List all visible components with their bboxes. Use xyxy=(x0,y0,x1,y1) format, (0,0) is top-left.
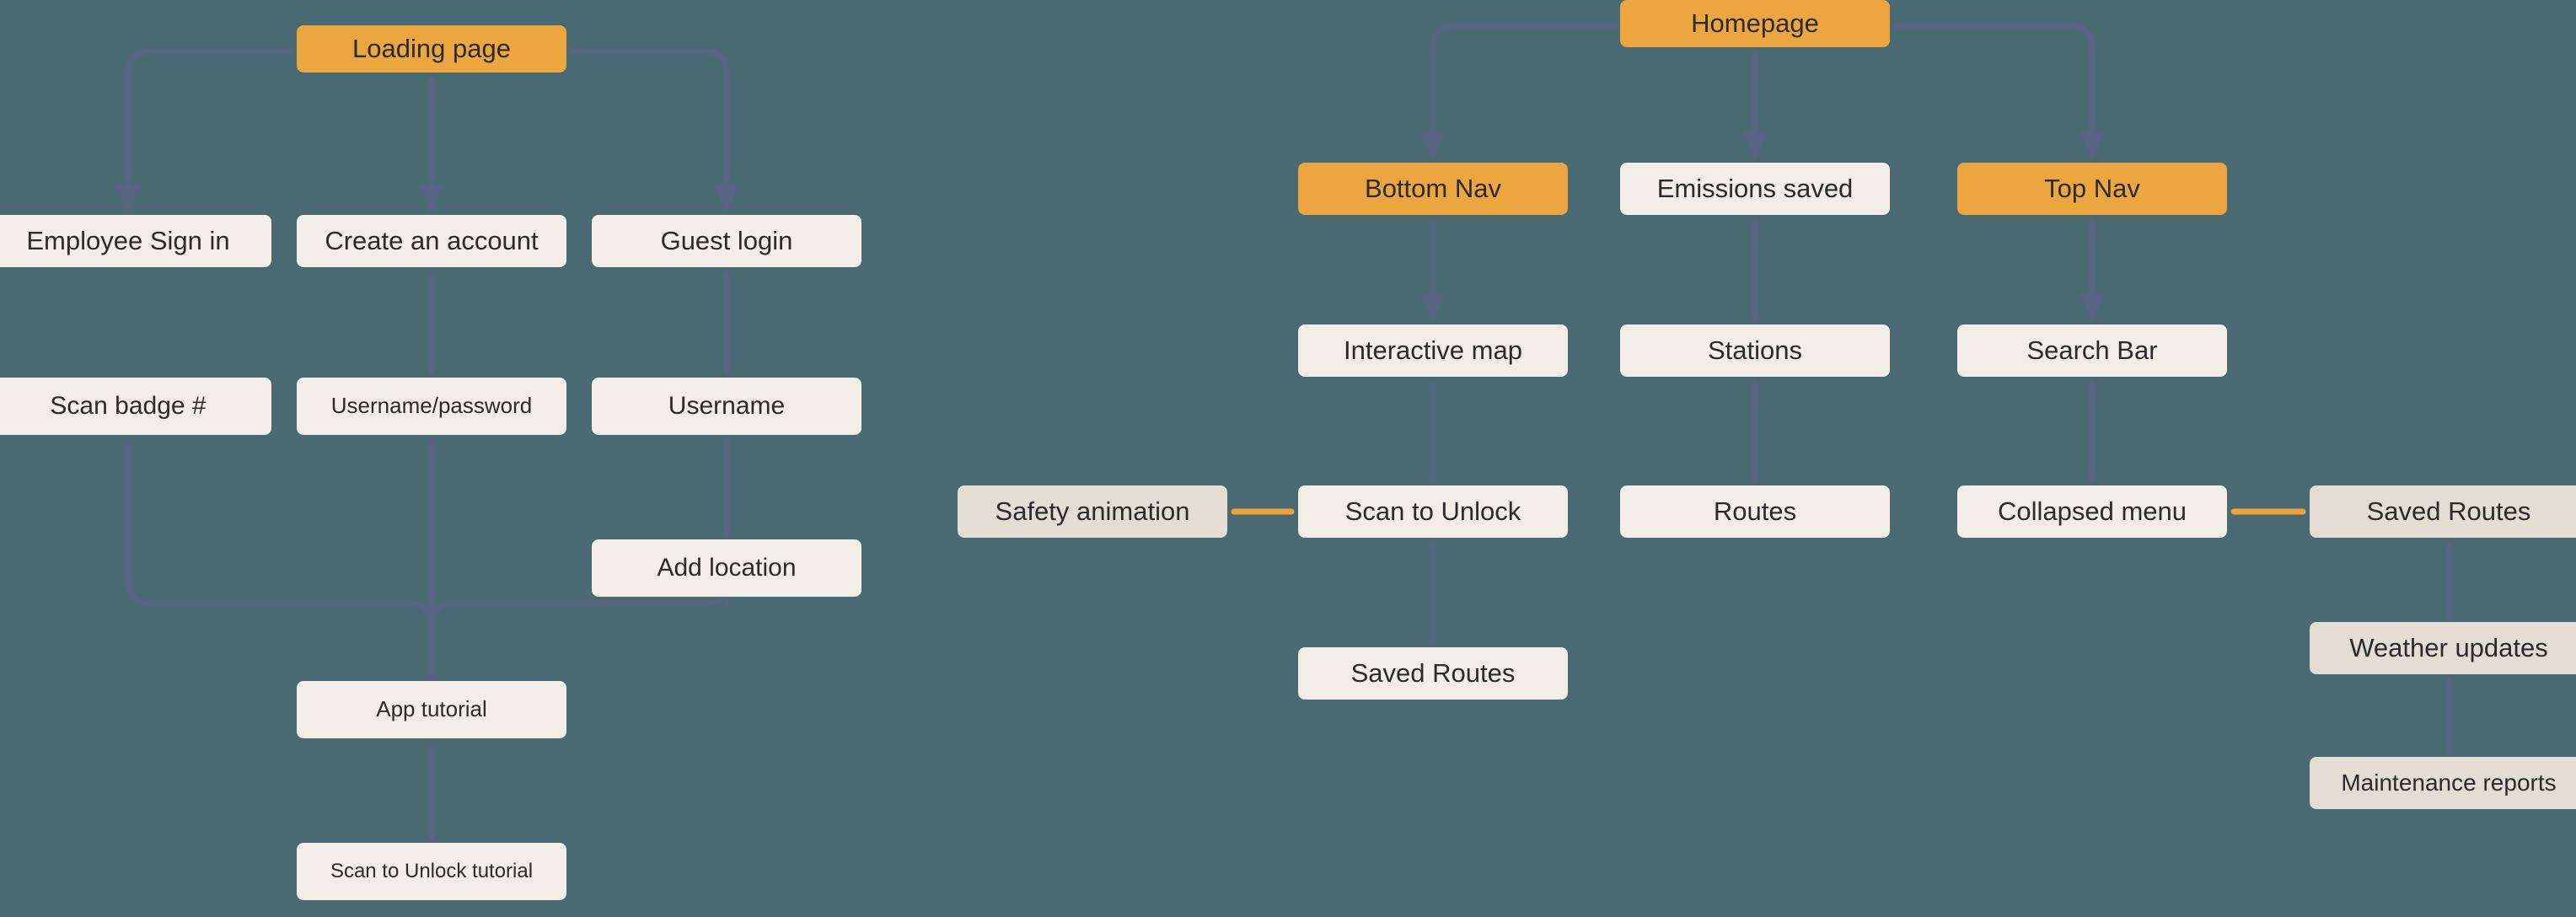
edge-homepage-to-top-nav xyxy=(1892,23,2096,136)
node-label: Saved Routes xyxy=(1350,658,1516,689)
node-add-location[interactable]: Add location xyxy=(592,539,861,597)
edge-homepage-to-bottom-nav-arrowhead xyxy=(1420,132,1446,161)
node-label: Username xyxy=(668,392,786,420)
node-emissions-saved[interactable]: Emissions saved xyxy=(1620,163,1890,215)
node-label: Saved Routes xyxy=(2366,496,2531,527)
edge-homepage-to-emissions-saved-arrowhead xyxy=(1742,132,1768,161)
node-weather-updates[interactable]: Weather updates xyxy=(2310,622,2576,674)
node-label: Scan to Unlock xyxy=(1344,496,1521,527)
node-label: Loading page xyxy=(352,34,511,64)
edge-bottom-nav-to-interactive-map-arrowhead xyxy=(1420,294,1446,323)
node-routes[interactable]: Routes xyxy=(1620,485,1890,538)
node-username[interactable]: Username xyxy=(592,378,861,435)
node-saved-routes-mid[interactable]: Saved Routes xyxy=(1298,647,1568,700)
edge-loading-page-to-guest-login xyxy=(568,48,730,188)
node-username-password[interactable]: Username/password xyxy=(297,378,566,435)
node-stations[interactable]: Stations xyxy=(1620,324,1890,377)
node-label: Guest login xyxy=(660,226,793,256)
edge-loading-page-to-create-an-account-arrowhead xyxy=(419,185,444,213)
node-employee-sign-in[interactable]: Employee Sign in xyxy=(0,215,271,267)
node-label: Safety animation xyxy=(995,496,1190,527)
node-label: App tutorial xyxy=(376,696,487,722)
node-safety-animation[interactable]: Safety animation xyxy=(958,485,1227,538)
edge-loading-page-to-employee-sign-in-arrowhead xyxy=(115,185,141,213)
edge-loading-page-to-employee-sign-in xyxy=(125,48,295,188)
node-saved-routes-right[interactable]: Saved Routes xyxy=(2310,485,2576,538)
edge-homepage-to-top-nav-arrowhead xyxy=(2080,132,2105,161)
node-label: Homepage xyxy=(1691,8,1819,39)
edge-top-nav-to-search-bar-arrowhead xyxy=(2080,294,2105,323)
edge-homepage-to-bottom-nav xyxy=(1430,23,1618,136)
node-label: Emissions saved xyxy=(1656,174,1854,204)
node-bottom-nav[interactable]: Bottom Nav xyxy=(1298,163,1568,215)
node-label: Routes xyxy=(1713,496,1797,527)
node-scan-badge[interactable]: Scan badge # xyxy=(0,378,271,435)
node-guest-login[interactable]: Guest login xyxy=(592,215,861,267)
node-collapsed-menu[interactable]: Collapsed menu xyxy=(1957,485,2227,538)
node-label: Search Bar xyxy=(2026,335,2158,366)
node-search-bar[interactable]: Search Bar xyxy=(1957,324,2227,377)
node-label: Interactive map xyxy=(1344,335,1522,366)
node-label: Bottom Nav xyxy=(1365,174,1501,204)
node-scan-to-unlock[interactable]: Scan to Unlock xyxy=(1298,485,1568,538)
node-label: Top Nav xyxy=(2044,174,2140,204)
node-maintenance-reports[interactable]: Maintenance reports xyxy=(2310,757,2576,809)
node-interactive-map[interactable]: Interactive map xyxy=(1298,324,1568,377)
node-label: Stations xyxy=(1707,335,1802,366)
node-app-tutorial[interactable]: App tutorial xyxy=(297,681,566,738)
edge-scan-badge-to-app-tutorial xyxy=(125,438,435,679)
node-label: Collapsed menu xyxy=(1997,496,2187,527)
node-loading-page[interactable]: Loading page xyxy=(297,25,566,72)
node-label: Scan badge # xyxy=(50,392,207,420)
node-label: Employee Sign in xyxy=(26,226,230,256)
node-label: Maintenance reports xyxy=(2341,770,2557,796)
node-label: Username/password xyxy=(330,393,533,419)
node-label: Weather updates xyxy=(2349,633,2548,663)
node-label: Add location xyxy=(657,554,797,582)
node-create-an-account[interactable]: Create an account xyxy=(297,215,566,267)
edge-loading-page-to-guest-login-arrowhead xyxy=(714,185,739,213)
node-homepage[interactable]: Homepage xyxy=(1620,0,1890,47)
node-scan-unlock-tutorial[interactable]: Scan to Unlock tutorial xyxy=(297,843,566,900)
node-label: Create an account xyxy=(325,226,539,256)
node-label: Scan to Unlock tutorial xyxy=(330,859,534,882)
node-top-nav[interactable]: Top Nav xyxy=(1957,163,2227,215)
